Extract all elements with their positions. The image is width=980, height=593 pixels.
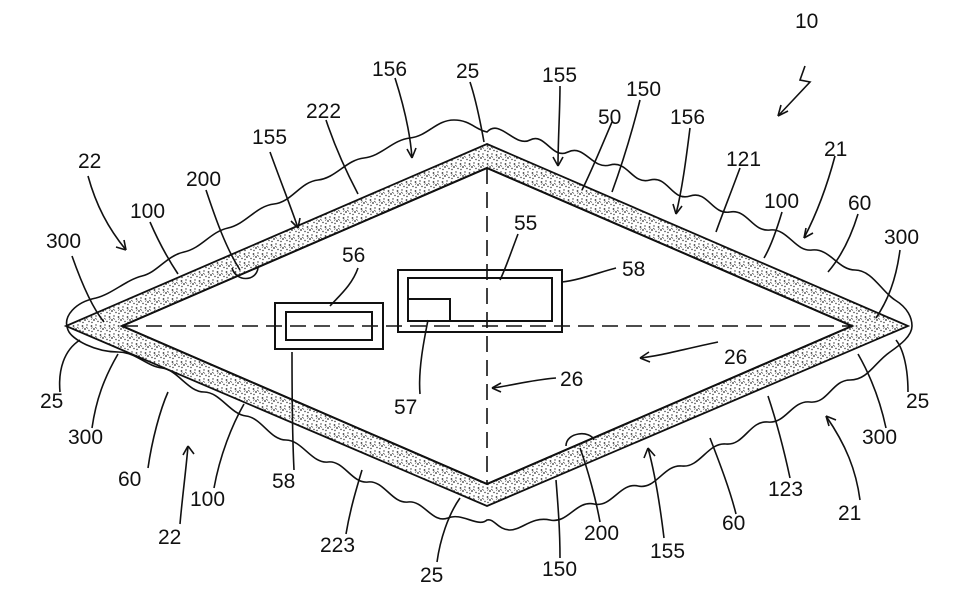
- component-58-left-outer: [274, 302, 384, 350]
- ref-label-60: 60: [118, 468, 141, 491]
- outer-wavy-layer: [65, 119, 913, 531]
- ref-label-223: 223: [320, 534, 355, 557]
- ref-label-25: 25: [906, 390, 929, 413]
- ref-label-25: 25: [420, 564, 443, 587]
- ref-label-150: 150: [542, 558, 577, 581]
- ref-label-155: 155: [542, 64, 577, 87]
- ref-label-22: 22: [158, 526, 181, 549]
- ref-label-150: 150: [626, 78, 661, 101]
- ref-label-60: 60: [848, 192, 871, 215]
- ref-label-60: 60: [722, 512, 745, 535]
- ref-label-100: 100: [190, 488, 225, 511]
- ref-label-55: 55: [514, 212, 537, 235]
- component-57-box: [407, 298, 451, 322]
- bump-200-lower: [565, 433, 595, 447]
- ref-label-100: 100: [130, 200, 165, 223]
- ref-label-21: 21: [824, 138, 847, 161]
- ref-label-300: 300: [68, 426, 103, 449]
- ref-label-300: 300: [884, 226, 919, 249]
- ref-label-200: 200: [186, 168, 221, 191]
- ref-label-121: 121: [726, 148, 761, 171]
- ref-label-155: 155: [252, 126, 287, 149]
- ref-label-56: 56: [342, 244, 365, 267]
- ref-label-200: 200: [584, 522, 619, 545]
- ref-label-22: 22: [78, 150, 101, 173]
- reference-labels: 10 156 25 155 150 222 50 156 155 22 121 …: [40, 10, 929, 587]
- ref-label-50: 50: [598, 106, 621, 129]
- ref-label-10: 10: [795, 10, 818, 33]
- ref-label-300: 300: [862, 426, 897, 449]
- leader-lines: [58, 65, 909, 563]
- component-56-inner: [285, 311, 373, 341]
- ref-label-21: 21: [838, 502, 861, 525]
- ref-label-58: 58: [622, 258, 645, 281]
- ref-label-57: 57: [394, 396, 417, 419]
- ref-label-156: 156: [670, 106, 705, 129]
- ref-label-26: 26: [560, 368, 583, 391]
- ref-label-25: 25: [40, 390, 63, 413]
- ref-label-25: 25: [456, 60, 479, 83]
- ref-label-100: 100: [764, 190, 799, 213]
- ref-label-156: 156: [372, 58, 407, 81]
- ref-label-155: 155: [650, 540, 685, 563]
- ref-label-123: 123: [768, 478, 803, 501]
- component-58-right-outer: [397, 269, 563, 333]
- ref-label-222: 222: [306, 100, 341, 123]
- ref-label-26: 26: [724, 346, 747, 369]
- ref-label-300: 300: [46, 230, 81, 253]
- ref-label-58: 58: [272, 470, 295, 493]
- bump-200-upper-left: [231, 267, 259, 280]
